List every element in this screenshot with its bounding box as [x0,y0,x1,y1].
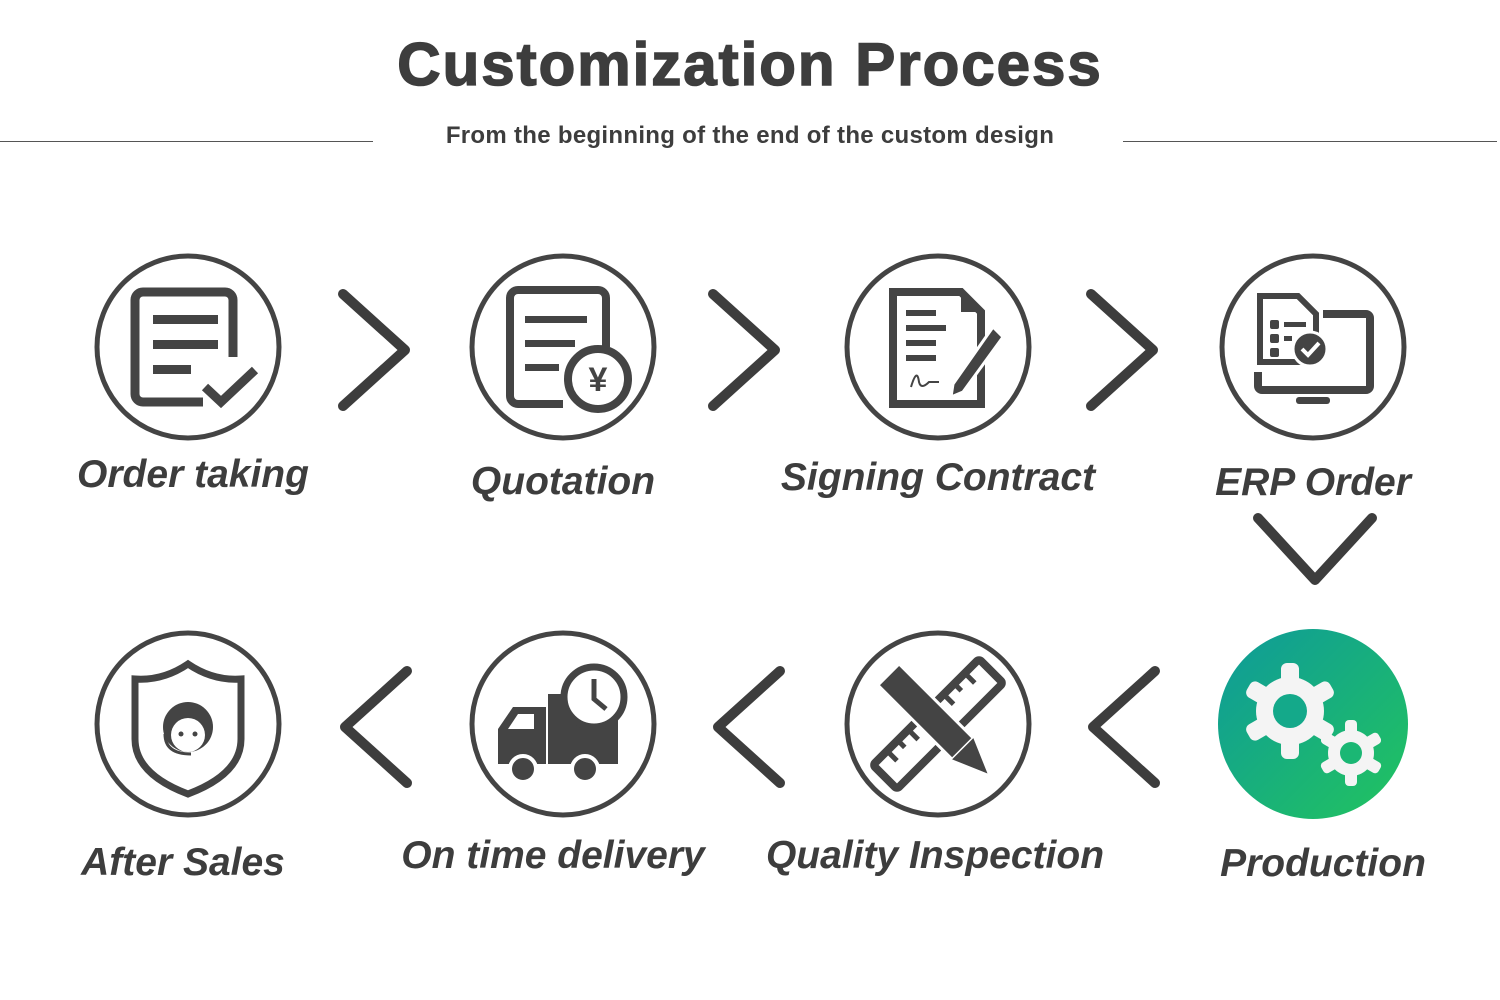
chevron-right-icon [338,289,410,411]
step-label: Quotation [470,460,656,503]
truck-clock-icon [469,630,657,818]
contract-pen-icon [844,253,1032,441]
gears-icon [1218,629,1408,819]
step-quotation: ¥ [468,252,658,442]
yen-document-icon: ¥ [469,253,657,441]
page-subtitle: From the beginning of the end of the cus… [445,122,1055,149]
step-production [1218,629,1408,819]
step-signing-contract [843,252,1033,442]
step-label: On time delivery [401,834,705,877]
step-label: Quality Inspection [765,834,1105,877]
chevron-down-icon [1253,513,1377,585]
pencil-ruler-icon [844,630,1032,818]
chevron-left-icon [1088,666,1160,788]
step-label: Production [1220,842,1426,885]
page-title: Customization Process [397,30,1103,99]
step-order-taking [93,252,283,442]
chevron-right-icon [708,289,780,411]
step-label: ERP Order [1215,461,1411,504]
step-quality-inspection [843,629,1033,819]
step-label: Order taking [77,453,309,496]
checklist-document-icon [94,253,282,441]
divider-right [1123,141,1497,142]
svg-text:¥: ¥ [589,361,608,399]
chevron-left-icon [340,666,412,788]
computer-checklist-icon [1219,253,1407,441]
support-shield-icon [94,630,282,818]
step-on-time-delivery [468,629,658,819]
step-after-sales [93,629,283,819]
chevron-left-icon [713,666,785,788]
chevron-right-icon [1086,289,1158,411]
step-erp-order [1218,252,1408,442]
step-label: After Sales [81,841,285,884]
divider-left [0,141,373,142]
step-label: Signing Contract [780,456,1096,499]
